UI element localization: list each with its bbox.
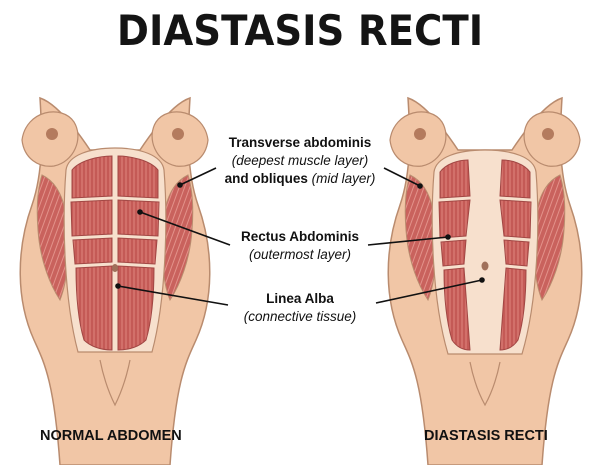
label-linea: Linea Alba (connective tissue): [200, 290, 400, 326]
leader-dots: [115, 182, 485, 289]
label-linea-note: (connective tissue): [243, 309, 357, 324]
normal-nipple-left: [46, 128, 58, 140]
label-obliques-note: (mid layer): [311, 171, 376, 186]
caption-normal-abdomen: NORMAL ABDOMEN: [40, 428, 182, 444]
leader-transverse-left: [179, 167, 217, 186]
leader-transverse-right: [383, 167, 421, 187]
normal-hip-crease: [99, 359, 131, 407]
leader-rectus-left: [139, 211, 231, 246]
normal-nipple-right: [172, 128, 184, 140]
diastasis-oblique-left: [404, 174, 437, 302]
caption-diastasis-recti: DIASTASIS RECTI: [424, 428, 548, 444]
diastasis-breast-right: [523, 111, 581, 167]
label-transverse: Transverse abdominis (deepest muscle lay…: [200, 134, 400, 188]
diastasis-rectus-segments: [438, 159, 532, 351]
diastasis-oblique-right: [533, 174, 566, 302]
leader-rectus-right: [367, 236, 449, 246]
diastasis-nipple-right: [542, 128, 554, 140]
label-transverse-note: (deepest muscle layer): [231, 153, 369, 168]
diastasis-torso: [387, 96, 583, 466]
leader-linea-left: [117, 285, 229, 306]
normal-oblique-left: [36, 174, 69, 302]
normal-navel: [112, 264, 118, 272]
page-title: DIASTASIS RECTI: [116, 6, 484, 55]
diastasis-hip-crease: [469, 361, 501, 407]
label-transverse-name: Transverse abdominis: [228, 135, 372, 150]
diastasis-navel: [481, 261, 489, 271]
normal-torso: [19, 96, 211, 466]
label-rectus-name: Rectus Abdominis: [240, 229, 359, 244]
diastasis-nipple-left: [414, 128, 426, 140]
label-rectus: Rectus Abdominis (outermost layer): [200, 228, 400, 264]
leader-lines: [117, 167, 483, 306]
leader-linea-right: [375, 279, 483, 304]
normal-oblique-right: [161, 174, 194, 302]
label-linea-name: Linea Alba: [266, 291, 334, 306]
label-obliques-line: and obliques (mid layer): [225, 171, 376, 186]
label-obliques-name: and obliques: [224, 171, 308, 186]
label-rectus-note: (outermost layer): [248, 247, 352, 262]
